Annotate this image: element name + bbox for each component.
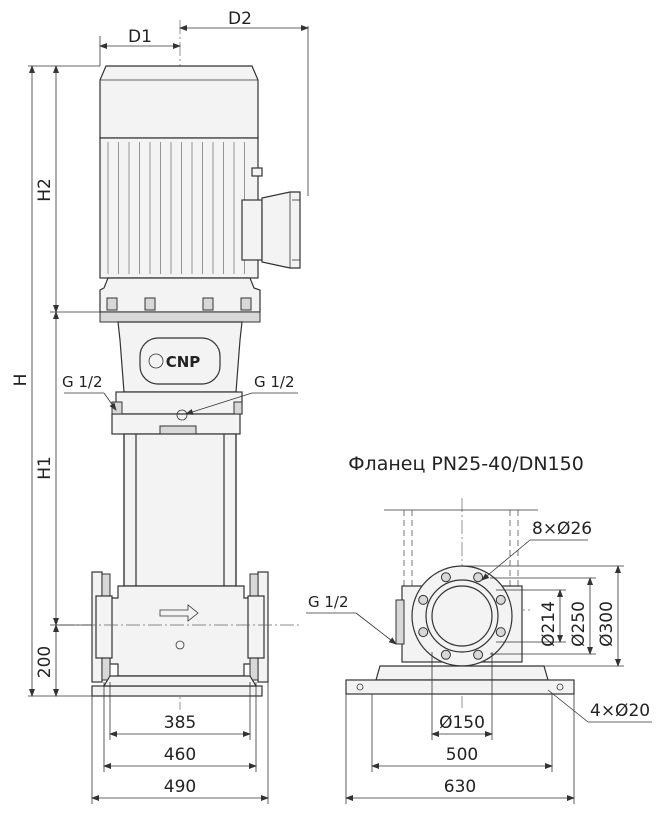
motor-flange: [99, 277, 261, 323]
dim-label-base-holes: 4×Ø20: [590, 701, 650, 721]
dim-horizontal-front: 385 460 490: [91, 682, 269, 804]
side-housing: [395, 565, 523, 667]
dim-label-dia300: Ø300: [597, 601, 617, 647]
dim-label-h2: H2: [35, 178, 55, 202]
flange-outer: [411, 565, 513, 667]
brand-logo: CNP: [166, 353, 201, 371]
flange-bolt: [240, 297, 252, 311]
dim-label-d1: D1: [128, 27, 152, 47]
dim-label-bolts: 8×Ø26: [532, 519, 592, 539]
flange-bolt-hole: [495, 627, 506, 638]
pump-head: [111, 391, 243, 435]
motor-fan-cover: [99, 65, 259, 139]
dim-label-460: 460: [164, 745, 196, 765]
dim-label-d2: D2: [228, 9, 252, 29]
side-view: Фланец PN25-40/DN150: [306, 453, 652, 804]
port-leaders: G 1/2 G 1/2: [62, 373, 298, 415]
motor-body: [99, 137, 263, 279]
dim-label-630: 630: [444, 777, 476, 797]
dim-label-dia150: Ø150: [439, 713, 485, 733]
pump-base-housing: [60, 571, 300, 683]
flange-raised-face: [425, 579, 499, 653]
dim-diameters: Ø214 Ø250 Ø300: [462, 565, 624, 667]
port-label-g-side: G 1/2: [308, 593, 349, 611]
base-holes-callout: 4×Ø20: [547, 689, 652, 723]
dim-horizontal-side: Ø150 500 630: [345, 652, 575, 804]
coupling-housing: CNP: [117, 321, 243, 393]
base-plate: [91, 675, 263, 697]
flange-bolt: [144, 297, 156, 311]
flange-title: Фланец PN25-40/DN150: [348, 453, 584, 475]
side-column: [384, 509, 538, 586]
dim-label-500: 500: [446, 745, 478, 765]
dim-label-h-base: 200: [35, 646, 55, 678]
front-view: CNP: [11, 9, 309, 804]
flange-bolt: [202, 297, 214, 311]
dim-label-dia214: Ø214: [539, 601, 559, 647]
dim-label-dia250: Ø250: [569, 601, 589, 647]
flange-bolt-hole: [440, 649, 451, 660]
side-base: [345, 665, 575, 695]
flange-bolt: [106, 297, 118, 311]
flange-bolt-hole: [418, 627, 429, 638]
flange-bolt-hole: [440, 572, 451, 583]
flow-arrow-icon: [159, 604, 199, 622]
dim-vertical: H H2 H1 200: [11, 65, 100, 697]
side-port-leader: G 1/2: [306, 593, 397, 645]
dim-d1-d2: D1 D2: [99, 9, 309, 196]
dim-label-490: 490: [164, 777, 196, 797]
flange-bolt-hole: [495, 594, 506, 605]
port-label-g-right: G 1/2: [254, 373, 295, 391]
pump-column: [123, 433, 237, 587]
terminal-box: [241, 191, 301, 269]
dim-label-h1: H1: [35, 456, 55, 480]
flange-bolt-hole: [418, 594, 429, 605]
flange-bolt-hole: [473, 572, 484, 583]
flange-bolt-hole: [473, 649, 484, 660]
dim-label-385: 385: [164, 713, 196, 733]
port-label-g-left: G 1/2: [62, 373, 103, 391]
dim-label-h: H: [11, 374, 31, 387]
bolt-callout: 8×Ø26: [481, 519, 592, 581]
